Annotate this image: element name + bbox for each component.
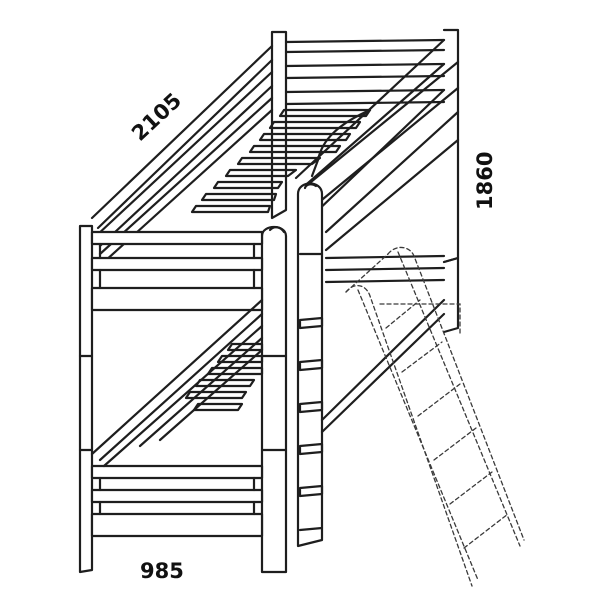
front-middle-post: [296, 182, 324, 548]
front-upper-rail-2: [90, 256, 264, 272]
slanted-ladder-dashed: [345, 246, 525, 587]
front-end-frame: [78, 224, 288, 574]
back-rail-top: [284, 38, 446, 54]
front-lower-rail-2: [90, 488, 264, 504]
back-left-post: [270, 30, 288, 220]
lower-mattress-slats: [184, 342, 264, 412]
front-left-post: [78, 224, 94, 574]
front-right-post: [260, 225, 288, 574]
back-right-post-lower: [442, 256, 460, 334]
front-lower-rail-1: [90, 464, 264, 480]
upper-mattress-slats: [190, 108, 372, 214]
front-upper-rail-1: [90, 230, 264, 246]
back-rail-low: [284, 88, 446, 106]
front-middle-post-edge: [303, 183, 318, 190]
back-frame: [270, 28, 460, 334]
front-lower-rail-3: [90, 512, 264, 538]
dimension-width-label: 985: [140, 559, 184, 583]
fixed-ladder: [298, 252, 324, 532]
front-upper-rail-3: [90, 286, 264, 312]
upper-side-rails-right: [294, 38, 460, 252]
upper-side-rails-left: [90, 44, 274, 264]
back-rail-middle: [284, 62, 446, 80]
dimension-height-label: 1860: [473, 152, 497, 210]
